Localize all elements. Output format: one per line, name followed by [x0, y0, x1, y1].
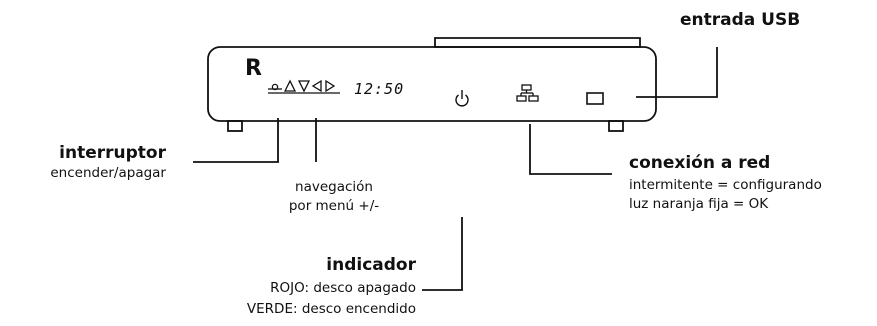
left-arrow-icon: [311, 79, 322, 93]
usb-port-icon: [586, 92, 604, 105]
navigation-line1: navegación: [295, 179, 373, 195]
foot-right: [608, 120, 624, 132]
foot-left: [227, 120, 243, 132]
top-slot: [434, 37, 641, 48]
switch-leader: [193, 118, 279, 163]
front-buttons: [268, 79, 340, 94]
brand-logo: R: [245, 56, 262, 81]
power-icon: [455, 90, 469, 107]
network-leader: [529, 124, 612, 175]
indicator-title: indicador: [326, 255, 416, 275]
up-arrow-icon: [283, 79, 297, 92]
switch-title: interruptor: [59, 143, 166, 163]
device-body: [207, 46, 657, 122]
indicator-leader: [422, 217, 463, 291]
display-time: 12:50: [354, 80, 405, 98]
indicator-line2: VERDE: desco encendido: [246, 301, 416, 317]
navigation-line2: por menú +/-: [288, 198, 380, 214]
leader-lines: [193, 47, 718, 291]
network-line1: intermitente = configurando: [629, 177, 822, 193]
down-arrow-icon: [297, 80, 311, 93]
switch-desc: encender/apagar: [50, 165, 166, 181]
network-icon: [516, 84, 539, 102]
network-line2: luz naranja fija = OK: [629, 196, 769, 212]
indicator-line1: ROJO: desco apagado: [270, 280, 416, 296]
network-title: conexión a red: [629, 153, 771, 173]
right-arrow-icon: [325, 79, 336, 93]
usb-title: entrada USB: [680, 10, 801, 30]
usb-leader: [636, 47, 718, 98]
